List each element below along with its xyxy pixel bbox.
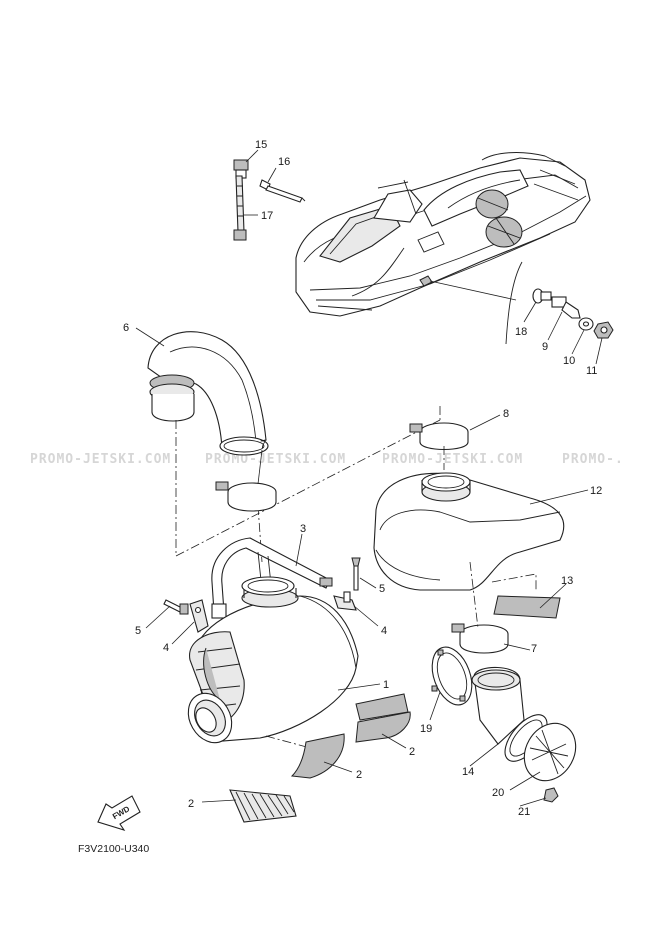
assembly-line-3 xyxy=(469,561,479,629)
callout-18: 18 xyxy=(515,326,527,338)
callout-15: 15 xyxy=(255,139,267,151)
callout-4-left: 4 xyxy=(163,642,169,654)
part-6-duct xyxy=(147,331,269,456)
watermark-4: PROMO-. xyxy=(562,452,624,467)
assembly-line-1 xyxy=(175,406,441,557)
part-2-pad-mesh xyxy=(229,789,297,823)
part-17-band xyxy=(233,175,247,241)
watermark-3: PROMO-JETSKI.COM xyxy=(382,452,523,467)
part-20-grille xyxy=(523,722,577,782)
callout-13: 13 xyxy=(561,575,573,587)
part-10-washer xyxy=(578,317,594,331)
part-4-stay-right xyxy=(333,591,357,611)
part-3-strap xyxy=(211,537,333,619)
part-8-clamp xyxy=(409,422,469,450)
callout-21: 21 xyxy=(518,806,530,818)
part-21-nut xyxy=(543,787,559,803)
callout-20: 20 xyxy=(492,787,504,799)
diagram-code: F3V2100-U340 xyxy=(78,843,149,855)
callout-3: 3 xyxy=(300,523,306,535)
part-15-holder xyxy=(233,159,249,179)
callout-12: 12 xyxy=(590,485,602,497)
callout-2-a: 2 xyxy=(409,746,415,758)
part-16-bolt xyxy=(259,179,306,203)
part-9-nipple xyxy=(551,296,581,319)
part-1-muffler xyxy=(187,576,359,757)
callout-14: 14 xyxy=(462,766,474,778)
detail-bracket xyxy=(505,261,523,345)
watermark-1: PROMO-JETSKI.COM xyxy=(30,452,171,467)
part-4-stay-left xyxy=(189,599,209,633)
callout-6: 6 xyxy=(123,322,129,334)
callout-10: 10 xyxy=(563,355,575,367)
watermark-2: PROMO-JETSKI.COM xyxy=(205,452,346,467)
part-7-clamp-lower xyxy=(451,623,509,654)
part-18-fitting xyxy=(532,288,552,304)
part-2-pad-b xyxy=(355,711,411,743)
callout-17: 17 xyxy=(261,210,273,222)
callout-5-right: 5 xyxy=(379,583,385,595)
callout-7-lower: 7 xyxy=(531,643,537,655)
jetski-illustration xyxy=(295,152,591,317)
callout-16: 16 xyxy=(278,156,290,168)
callout-2-b: 2 xyxy=(356,769,362,781)
part-7-clamp-upper xyxy=(215,481,277,512)
part-12-chamber xyxy=(373,446,565,591)
callout-1: 1 xyxy=(383,679,389,691)
callout-7-upper: 7 xyxy=(260,439,266,451)
leader-lines xyxy=(135,149,603,807)
callout-2-c: 2 xyxy=(188,798,194,810)
callout-8: 8 xyxy=(503,408,509,420)
part-11-nut xyxy=(593,321,614,339)
callout-5-left: 5 xyxy=(135,625,141,637)
fwd-arrow-icon: FWD xyxy=(97,795,141,831)
part-5-bolt-left xyxy=(163,599,189,615)
callout-19: 19 xyxy=(420,723,432,735)
callout-11: 11 xyxy=(586,365,597,377)
callout-4-right: 4 xyxy=(381,625,387,637)
part-19-ring xyxy=(431,646,473,706)
part-5-bolt-right xyxy=(351,557,361,591)
callout-9: 9 xyxy=(542,341,548,353)
part-13-pad xyxy=(491,573,561,619)
part-2-pad-c xyxy=(290,733,345,779)
part-14-outlet xyxy=(471,666,548,762)
